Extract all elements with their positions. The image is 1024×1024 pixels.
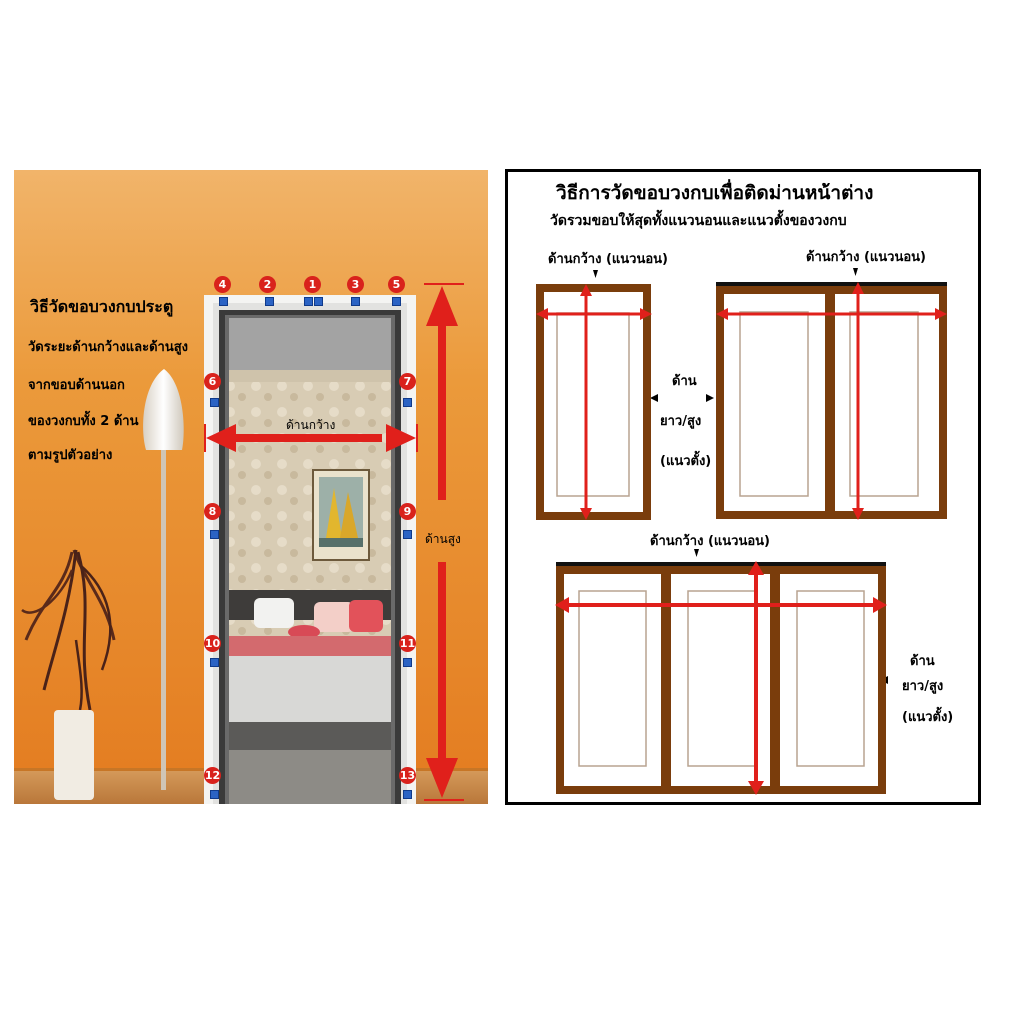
- pin-11: [403, 658, 412, 667]
- window-subtitle: วัดรวมขอบให้สุดทั้งแนวนอนและแนวตั้งของวง…: [550, 213, 847, 229]
- window-height-label-b3: (แนวตั้ง): [902, 710, 954, 725]
- pin-2: [265, 297, 274, 306]
- pin-4: [219, 297, 228, 306]
- pin-6: [210, 398, 219, 407]
- point-number-12: 12: [204, 767, 221, 784]
- window3-width-label: ด้านกว้าง (แนวนอน): [650, 534, 771, 549]
- pin-7: [403, 398, 412, 407]
- door-title: วิธีวัดขอบวงกบประตู: [30, 297, 174, 316]
- window-triple: [556, 562, 886, 794]
- window-height-label-b1: ด้าน: [910, 654, 935, 669]
- point-number-11: 11: [399, 635, 416, 652]
- door-scene: [14, 170, 488, 804]
- point-number-2: 2: [259, 276, 276, 293]
- point-number-9: 9: [399, 503, 416, 520]
- pin-1a: [304, 297, 313, 306]
- point-number-10: 10: [204, 635, 221, 652]
- vase-with-branches: [21, 549, 116, 800]
- pin-1b: [314, 297, 323, 306]
- floor-lamp: [143, 369, 184, 790]
- door-instruction-1: วัดระยะด้านกว้างและด้านสูง: [28, 340, 188, 355]
- pin-12: [210, 790, 219, 799]
- point-number-4: 4: [214, 276, 231, 293]
- door-panel: วิธีวัดขอบวงกบประตู วัดระยะด้านกว้างและด…: [14, 170, 488, 804]
- pin-3: [351, 297, 360, 306]
- window-diagrams: [536, 268, 947, 795]
- door-instruction-3: ของวงกบทั้ง 2 ด้าน: [28, 414, 139, 429]
- point-number-1: 1: [304, 276, 321, 293]
- pin-13: [403, 790, 412, 799]
- pin-10: [210, 658, 219, 667]
- point-number-3: 3: [347, 276, 364, 293]
- door-instruction-2: จากขอบด้านนอก: [28, 378, 125, 393]
- pin-9: [403, 530, 412, 539]
- door-height-label: ด้านสูง: [425, 532, 461, 546]
- window-height-label-b2: ยาว/สูง: [902, 679, 944, 694]
- sailboat-painting: [312, 469, 370, 561]
- point-number-5: 5: [388, 276, 405, 293]
- window-height-label-a1: ด้าน: [672, 374, 697, 389]
- window2-width-label: ด้านกว้าง (แนวนอน): [806, 250, 927, 265]
- window-height-label-a2: ยาว/สูง: [660, 414, 702, 429]
- window1-width-label: ด้านกว้าง (แนวนอน): [548, 252, 669, 267]
- pin-5: [392, 297, 401, 306]
- point-number-7: 7: [399, 373, 416, 390]
- point-number-8: 8: [204, 503, 221, 520]
- point-number-6: 6: [204, 373, 221, 390]
- window-single: [536, 284, 651, 520]
- window-title: วิธีการวัดขอบวงกบเพื่อติดม่านหน้าต่าง: [556, 182, 874, 204]
- window-height-label-a3: (แนวตั้ง): [660, 454, 712, 469]
- window-double: [716, 282, 947, 519]
- point-number-13: 13: [399, 767, 416, 784]
- door-width-label: ด้านกว้าง: [286, 418, 336, 432]
- door-instruction-4: ตามรูปตัวอย่าง: [28, 448, 113, 463]
- pin-8: [210, 530, 219, 539]
- window-measure-arrows: [536, 282, 947, 795]
- bed: [229, 590, 391, 804]
